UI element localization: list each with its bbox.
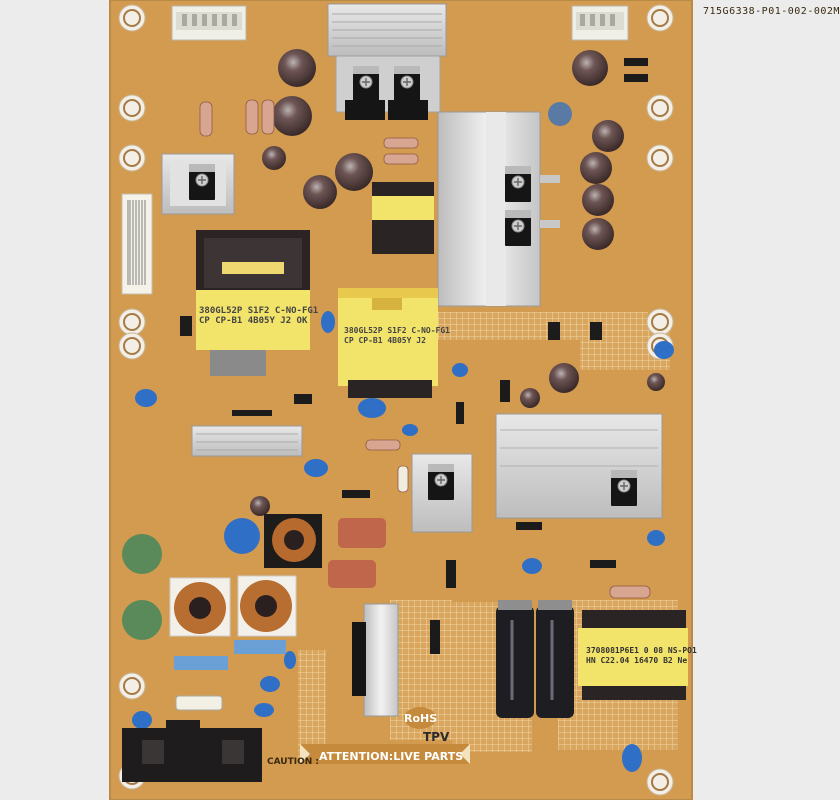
blue-capacitors [132,311,674,772]
caution-label: CAUTION : [267,757,320,767]
diodes [342,58,648,654]
rohs-label: RoHS [404,712,438,725]
bottom-heatsink [191,413,663,533]
transformer-right-marking-line1: 3708081P6E1 0 08 NS-PO1 [586,646,697,655]
resistors [199,99,651,599]
transformer-small [372,182,434,254]
top-heatsink [327,3,447,120]
bulk-capacitors [496,600,574,718]
top-left-connector [171,5,247,41]
rohs-badge [404,707,436,729]
transformer-left-marking-line2: CP CP-B1 4B05Y J2 OK [199,316,308,326]
vertical-heatsink-lower [352,603,399,717]
toroid-chokes [169,514,322,637]
film-capacitors [174,518,386,670]
ac-input-connector [122,720,262,782]
left-small-heatsink [161,153,235,215]
transformer-center-marking-line1: 380GL52P S1F2 C-NO-FG1 [344,326,450,335]
live-parts-warning: ATTENTION:LIVE PARTS [319,750,464,763]
fuse [175,695,223,711]
barcode-sticker [121,193,153,295]
transformer-left-marking-line1: 380GL52P S1F2 C-NO-FG1 [199,306,319,316]
transformer-center [338,288,438,398]
ic-chips [180,316,602,416]
brand-label: TPV [423,730,450,744]
electrolytic-capacitors [250,49,665,516]
power-supply-board-photo [109,0,693,800]
transformer-right-marking-line2: HN C22.04 16470 B2 Ne [586,656,688,665]
top-right-connector [571,5,629,41]
transformer-center-marking-line2: CP CP-B1 4B05Y J2 [344,336,426,345]
varistors [122,534,162,640]
transformer-bottom-right [578,610,688,700]
board-part-number: 715G6338-P01-002-002M [703,6,840,17]
transformer-left [196,230,310,376]
warning-banner [300,744,470,764]
right-heatsink [437,111,560,307]
hatched-copper-areas [200,240,678,760]
